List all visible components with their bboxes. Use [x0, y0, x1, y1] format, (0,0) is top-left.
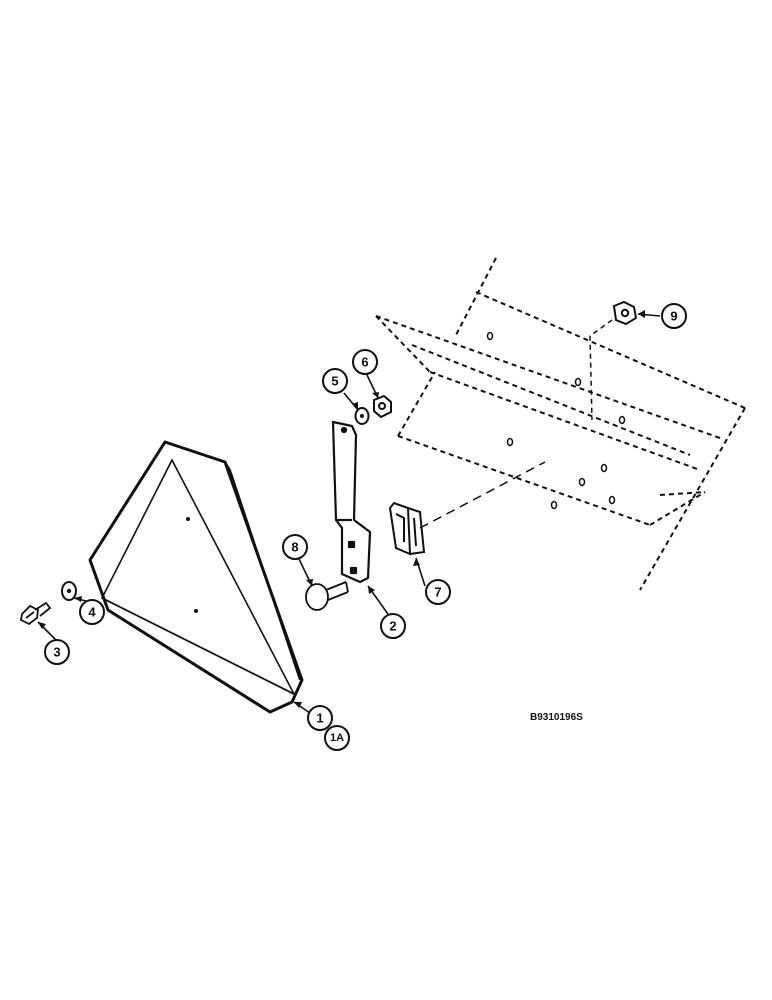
- nut-9-leader: [589, 319, 613, 421]
- callout-5: 5: [322, 368, 348, 394]
- callout-6-label: 6: [361, 355, 368, 370]
- callout-8: 8: [282, 534, 308, 560]
- callout-6: 6: [352, 349, 378, 375]
- callout-3-label: 3: [53, 645, 60, 660]
- clip: [388, 501, 426, 556]
- hex-nut: [373, 394, 392, 419]
- lock-washer: [354, 407, 370, 425]
- carriage-bolt: [305, 581, 349, 611]
- callout-5-label: 5: [331, 374, 338, 389]
- callout-4-label: 4: [88, 605, 96, 620]
- callout-1: 1: [307, 705, 333, 731]
- callout-7-label: 7: [434, 585, 441, 600]
- callout-8-label: 8: [291, 540, 298, 555]
- callout-9-label: 9: [670, 309, 677, 324]
- callout-2-label: 2: [389, 619, 396, 634]
- callout-1-label: 1: [316, 711, 323, 726]
- callout-3: 3: [44, 639, 70, 665]
- mounting-bracket: [331, 420, 372, 584]
- frame-holes: [486, 331, 626, 510]
- callout-2: 2: [380, 613, 406, 639]
- callout-leaders: [37, 313, 661, 721]
- figure-id: B9310196S: [530, 712, 583, 723]
- callout-1a-label: 1A: [330, 732, 344, 744]
- callout-7: 7: [425, 579, 451, 605]
- callout-arrowheads: [38, 310, 645, 708]
- washer: [61, 581, 77, 601]
- clip-7-leader: [419, 461, 546, 529]
- machine-frame: [375, 257, 746, 591]
- callout-4: 4: [79, 599, 105, 625]
- bolt: [20, 601, 52, 626]
- callout-9: 9: [661, 303, 687, 329]
- smv-sign: [88, 440, 304, 714]
- flange-nut: [612, 300, 638, 326]
- callout-1a: 1A: [324, 725, 350, 751]
